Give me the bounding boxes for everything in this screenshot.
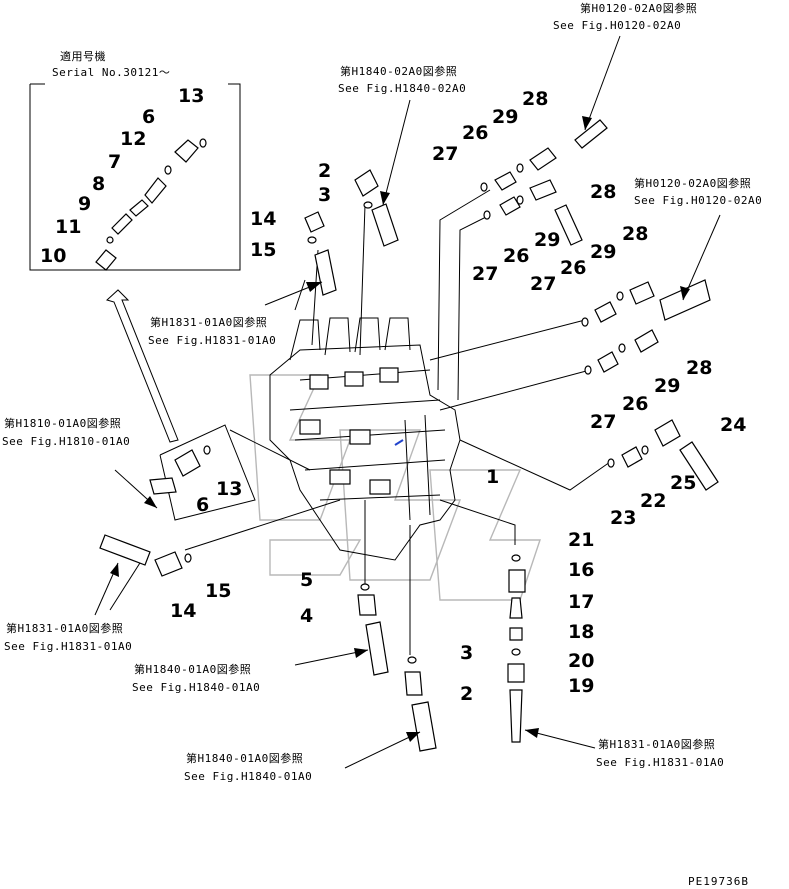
callout-13: 13	[178, 85, 204, 107]
callout-28-b: 28	[590, 181, 616, 203]
callout-10: 10	[40, 245, 66, 267]
callout-23: 23	[610, 507, 636, 529]
callout-6: 6	[142, 106, 155, 128]
part-callouts: 13 6 12 7 8 9 11 10 2 3 14 15 27 26 29 2…	[40, 85, 746, 705]
callout-26-c: 26	[560, 257, 586, 279]
callout-7: 7	[108, 151, 121, 173]
ref-h1831-mid-en: See Fig.H1831-01A0	[148, 334, 276, 347]
ref-h0120-top-jp: 第H0120-02A0図参照	[580, 1, 697, 15]
callout-29-d: 29	[654, 375, 680, 397]
ref-h1840-bottom-jp: 第H1840-01A0図参照	[186, 751, 303, 765]
callout-26-b: 26	[503, 245, 529, 267]
callout-3-bottom: 3	[460, 642, 473, 664]
ref-h1840-top-en: See Fig.H1840-02A0	[338, 82, 466, 95]
ref-h1840-top-jp: 第H1840-02A0図参照	[340, 64, 457, 78]
callout-28-d: 28	[686, 357, 712, 379]
callout-27-d: 27	[590, 411, 616, 433]
ref-h1831-lower-left-en: See Fig.H1831-01A0	[4, 640, 132, 653]
callout-15-left: 15	[205, 580, 231, 602]
callout-27-b: 27	[472, 263, 498, 285]
callout-22: 22	[640, 490, 666, 512]
ref-h1840-lower-jp: 第H1840-01A0図参照	[134, 662, 251, 676]
callout-2-bottom: 2	[460, 683, 473, 705]
inset-panel: 適用号機 Serial No.30121～	[29, 49, 241, 271]
callout-6-left: 6	[196, 494, 209, 516]
bottom-right-stack	[507, 554, 526, 743]
callout-16: 16	[568, 559, 594, 581]
callout-28-c: 28	[622, 223, 648, 245]
callout-15-top: 15	[250, 239, 276, 261]
callout-27-a: 27	[432, 143, 458, 165]
callout-18: 18	[568, 621, 594, 643]
callout-13-left: 13	[216, 478, 242, 500]
right-parts	[480, 119, 719, 491]
ref-h1831-lower-right-jp: 第H1831-01A0図参照	[598, 737, 715, 751]
callout-8: 8	[92, 173, 105, 195]
bottom-center-parts	[357, 583, 437, 752]
ref-h1840-bottom-en: See Fig.H1840-01A0	[184, 770, 312, 783]
inset-serial: Serial No.30121～	[52, 66, 170, 79]
ref-h1831-mid-jp: 第H1831-01A0図参照	[150, 315, 267, 329]
control-valve-body	[269, 317, 461, 561]
callout-27-c: 27	[530, 273, 556, 295]
callout-17: 17	[568, 591, 594, 613]
callout-29-b: 29	[534, 229, 560, 251]
left-parts	[99, 445, 211, 577]
callout-25: 25	[670, 472, 696, 494]
callout-26-a: 26	[462, 122, 488, 144]
drawing-code: PE19736B	[688, 875, 749, 888]
left-panel	[159, 424, 256, 521]
callout-11: 11	[55, 216, 81, 238]
ref-h1810-left-jp: 第H1810-01A0図参照	[4, 416, 121, 430]
callout-20: 20	[568, 650, 594, 672]
ref-arrows	[94, 35, 721, 769]
callout-26-d: 26	[622, 393, 648, 415]
ref-h1831-lower-right-en: See Fig.H1831-01A0	[596, 756, 724, 769]
ref-labels: 第H0120-02A0図参照 See Fig.H0120-02A0 第H1840…	[2, 1, 762, 783]
ref-h1831-lower-left-jp: 第H1831-01A0図参照	[6, 621, 123, 635]
inset-parts	[95, 138, 207, 271]
callout-4: 4	[300, 605, 313, 627]
leader-lines	[109, 189, 611, 655]
callout-29-a: 29	[492, 106, 518, 128]
top-center-parts	[304, 169, 399, 296]
callout-5: 5	[300, 569, 313, 591]
callout-9: 9	[78, 193, 91, 215]
inset-title: 適用号機	[60, 49, 106, 63]
callout-1: 1	[486, 466, 499, 488]
ref-h1840-lower-en: See Fig.H1840-01A0	[132, 681, 260, 694]
inset-arrow	[105, 289, 179, 443]
callout-12: 12	[120, 128, 146, 150]
callout-29-c: 29	[590, 241, 616, 263]
callout-14-left: 14	[170, 600, 196, 622]
ref-h0120-right-en: See Fig.H0120-02A0	[634, 194, 762, 207]
callout-2-top: 2	[318, 160, 331, 182]
ref-h1810-left-en: See Fig.H1810-01A0	[2, 435, 130, 448]
callout-21: 21	[568, 529, 594, 551]
callout-28-a: 28	[522, 88, 548, 110]
callout-24: 24	[720, 414, 746, 436]
ref-h0120-right-jp: 第H0120-02A0図参照	[634, 176, 751, 190]
callout-19: 19	[568, 675, 594, 697]
ref-h0120-top-en: See Fig.H0120-02A0	[553, 19, 681, 32]
callout-14-top: 14	[250, 208, 276, 230]
callout-3-top: 3	[318, 184, 331, 206]
